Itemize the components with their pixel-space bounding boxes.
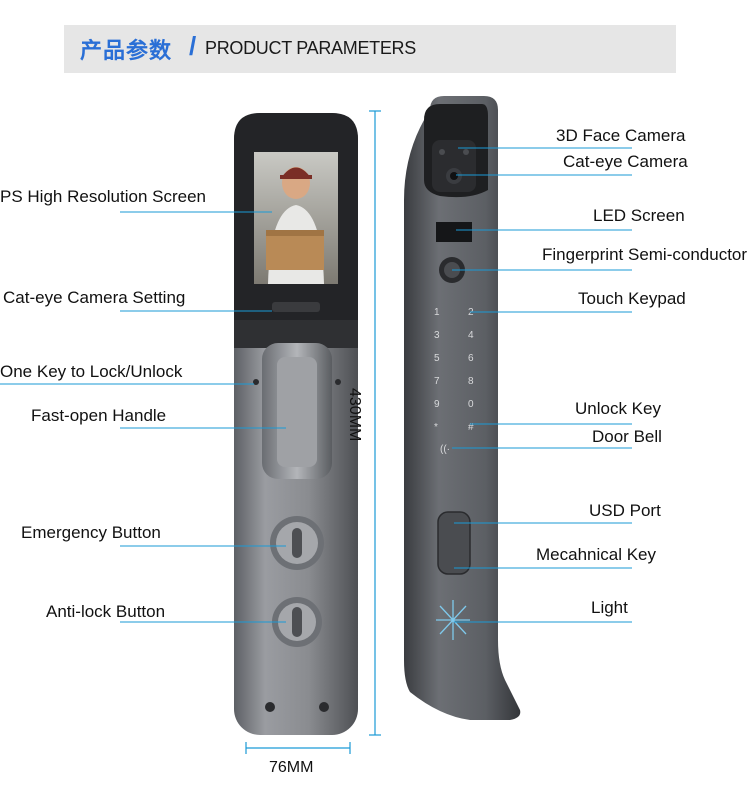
light-pattern <box>436 600 470 640</box>
header-title-cn: 产品参数 <box>80 38 173 63</box>
label-fingerprint: Fingerprint Semi-conductor <box>542 245 748 264</box>
dimension-width: 76MM <box>269 759 314 776</box>
label-emergency: Emergency Button <box>21 523 161 542</box>
label-unlock-key: Unlock Key <box>575 399 661 418</box>
label-screen: PS High Resolution Screen <box>0 187 207 206</box>
svg-text:5: 5 <box>434 353 440 364</box>
label-anti-lock: Anti-lock Button <box>46 602 166 621</box>
led-screen-graphic <box>436 222 472 242</box>
header-bar <box>64 25 676 73</box>
label-usd-port: USD Port <box>589 501 661 520</box>
mechanical-key-cover <box>437 511 471 575</box>
svg-text:0: 0 <box>468 399 474 410</box>
back-leader-lines <box>452 147 632 623</box>
label-keypad: Touch Keypad <box>578 289 686 308</box>
front-leader-lines <box>0 211 286 623</box>
label-light: Light <box>591 598 628 617</box>
label-door-bell: Door Bell <box>592 427 662 446</box>
svg-text:4: 4 <box>468 330 474 341</box>
back-panel: 12 34 56 78 90 *# ((· <box>404 96 521 720</box>
svg-text:*: * <box>434 422 438 433</box>
label-face-camera: 3D Face Camera <box>556 126 686 145</box>
label-handle: Fast-open Handle <box>31 406 167 425</box>
label-led-screen: LED Screen <box>593 206 685 225</box>
svg-text:7: 7 <box>434 376 440 387</box>
svg-text:((·: ((· <box>440 444 450 455</box>
label-mech-key: Mecahnical Key <box>536 545 657 564</box>
svg-text:1: 1 <box>434 307 440 318</box>
label-one-key: One Key to Lock/Unlock <box>0 362 183 381</box>
header-separator: / <box>189 31 197 61</box>
label-cat-eye-camera: Cat-eye Camera <box>563 152 688 171</box>
header-title-en: PRODUCT PARAMETERS <box>205 38 416 58</box>
svg-text:3: 3 <box>434 330 440 341</box>
svg-text:#: # <box>468 422 474 433</box>
front-panel <box>234 113 358 735</box>
svg-text:9: 9 <box>434 399 440 410</box>
svg-text:6: 6 <box>468 353 474 364</box>
dimension-height: 430MM <box>346 388 363 442</box>
svg-text:8: 8 <box>468 376 474 387</box>
dimension-lines <box>245 110 381 754</box>
label-cat-eye-setting: Cat-eye Camera Setting <box>3 288 186 307</box>
